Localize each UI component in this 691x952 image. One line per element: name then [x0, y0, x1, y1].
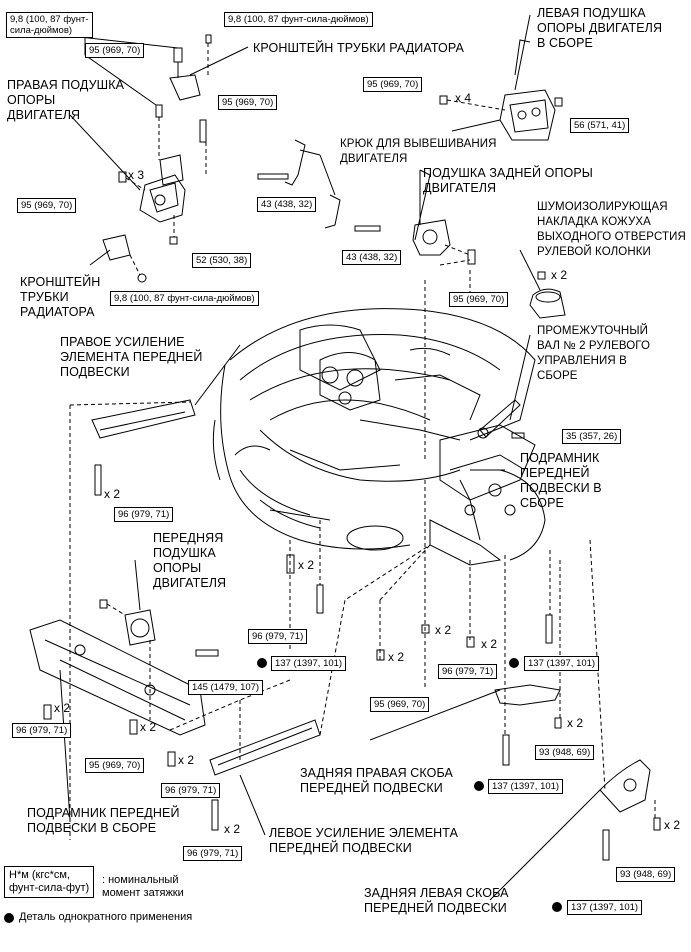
torque-box: 137 (1397, 101) — [524, 656, 600, 671]
legend-units-box: Н*м (кгс*см, фунт-сила-фут) — [4, 866, 95, 898]
alignment-lines — [69, 259, 656, 840]
torque-box: 95 (969, 70) — [17, 198, 77, 213]
single-use-marker — [552, 902, 562, 912]
label-intermediate-shaft: ПРОМЕЖУТОЧНЫЙ ВАЛ № 2 РУЛЕВОГО УПРАВЛЕНИ… — [537, 325, 650, 382]
label-right-engine-mount: ПРАВАЯ ПОДУШКА ОПОРЫ ДВИГАТЕЛЯ — [7, 78, 125, 122]
torque-box: 93 (948, 69) — [535, 745, 595, 760]
quantity-label: x 2 — [435, 623, 452, 637]
torque-box: 56 (571, 41) — [570, 118, 630, 133]
single-use-marker — [474, 781, 484, 791]
label-rear-left-brace: ЗАДНЯЯ ЛЕВАЯ СКОБА ПЕРЕДНЕЙ ПОДВЕСКИ — [364, 886, 509, 915]
left-engine-mount-drawing — [439, 39, 563, 141]
label-subframe-right: ПОДРАМНИК ПЕРЕДНЕЙ ПОДВЕСКИ В СБОРЕ — [520, 451, 602, 510]
torque-box: 95 (969, 70) — [85, 758, 145, 773]
label-rear-right-brace: ЗАДНЯЯ ПРАВАЯ СКОБА ПЕРЕДНЕЙ ПОДВЕСКИ — [300, 766, 453, 795]
quantity-label: x 2 — [481, 637, 498, 651]
subframe-left-drawing — [29, 619, 206, 767]
quantity-label: x 2 — [664, 818, 681, 832]
label-subframe-left: ПОДРАМНИК ПЕРЕДНЕЙ ПОДВЕСКИ В СБОРЕ — [27, 806, 180, 835]
torque-box: 96 (979, 71) — [12, 723, 72, 738]
quantity-label: x 3 — [128, 168, 145, 182]
quantity-label: x 4 — [455, 91, 472, 105]
noise-cover-drawing — [529, 271, 566, 319]
engine-hook-drawing — [257, 139, 381, 232]
label-radiator-bracket-bottom: КРОНШТЕЙН ТРУБКИ РАДИАТОРА — [20, 275, 101, 319]
torque-box: 96 (979, 71) — [438, 664, 498, 679]
torque-box: 93 (948, 69) — [616, 867, 676, 882]
label-left-reinforcement: ЛЕВОЕ УСИЛЕНИЕ ЭЛЕМЕНТА ПЕРЕДНЕЙ ПОДВЕСК… — [269, 826, 459, 855]
label-noise-cover: ШУМОИЗОЛИРУЮЩАЯ НАКЛАДКА КОЖУХА ВЫХОДНОГ… — [537, 201, 686, 258]
legend-single-use-text: Деталь однократного применения — [19, 911, 193, 923]
legend-units-description: : номинальный момент затяжки — [102, 874, 184, 899]
torque-box: 137 (1397, 101) — [567, 900, 643, 915]
quantity-label: x 2 — [224, 822, 241, 836]
torque-box: 96 (979, 71) — [114, 507, 174, 522]
single-use-legend-marker — [4, 913, 14, 923]
torque-box: 95 (969, 70) — [85, 43, 145, 58]
torque-box: 96 (979, 71) — [183, 846, 243, 861]
quantity-label: x 2 — [551, 268, 568, 282]
torque-box: 137 (1397, 101) — [488, 779, 564, 794]
torque-box: 9,8 (100, 87 фунт-сила-дюймов) — [110, 291, 259, 306]
torque-box: 35 (357, 26) — [562, 429, 622, 444]
torque-box: 9,8 (100, 87 фунт- сила-дюймов) — [6, 12, 93, 38]
engine-bay-drawing — [212, 308, 546, 566]
torque-box: 95 (969, 70) — [218, 95, 278, 110]
single-use-marker — [509, 658, 519, 668]
quantity-label: x 2 — [388, 650, 405, 664]
quantity-label: x 2 — [567, 716, 584, 730]
label-right-reinforcement: ПРАВОЕ УСИЛЕНИЕ ЭЛЕМЕНТА ПЕРЕДНЕЙ ПОДВЕС… — [60, 335, 203, 379]
single-use-marker — [257, 658, 267, 668]
quantity-label: x 2 — [298, 558, 315, 572]
radiator-bracket-bottom-drawing — [102, 234, 147, 283]
quantity-label: x 2 — [54, 701, 71, 715]
quantity-label: x 2 — [104, 487, 121, 501]
torque-box: 145 (1479, 107) — [188, 680, 264, 695]
label-front-engine-mount: ПЕРЕДНЯЯ ПОДУШКА ОПОРЫ ДВИГАТЕЛЯ — [153, 531, 227, 590]
rear-left-brace-drawing — [599, 759, 661, 861]
rear-right-brace-drawing — [494, 684, 562, 766]
torque-box: 43 (438, 32) — [342, 250, 402, 265]
torque-box: 95 (969, 70) — [449, 292, 509, 307]
torque-box: 43 (438, 32) — [257, 197, 317, 212]
label-engine-hook: КРЮК ДЛЯ ВЫВЕШИВАНИЯ ДВИГАТЕЛЯ — [340, 138, 497, 165]
rear-engine-mount-drawing — [412, 219, 476, 265]
torque-box: 96 (979, 71) — [161, 783, 221, 798]
torque-box: 137 (1397, 101) — [271, 656, 347, 671]
label-radiator-bracket-top: КРОНШТЕЙН ТРУБКИ РАДИАТОРА — [253, 41, 464, 55]
quantity-label: x 2 — [178, 753, 195, 767]
torque-box: 96 (979, 71) — [248, 629, 308, 644]
right-reinforcement-drawing — [91, 399, 196, 496]
label-left-engine-mount: ЛЕВАЯ ПОДУШКА ОПОРЫ ДВИГАТЕЛЯ В СБОРЕ — [537, 6, 663, 50]
right-engine-mount-drawing — [139, 104, 186, 223]
front-engine-mount-drawing — [99, 599, 219, 657]
label-rear-engine-mount: ПОДУШКА ЗАДНЕЙ ОПОРЫ ДВИГАТЕЛЯ — [423, 166, 593, 195]
torque-box: 9,8 (100, 87 фунт-сила-дюймов) — [224, 12, 373, 27]
torque-box: 52 (530, 38) — [192, 253, 252, 268]
torque-box: 95 (969, 70) — [370, 697, 430, 712]
torque-box: 95 (969, 70) — [363, 77, 423, 92]
quantity-label: x 2 — [140, 720, 157, 734]
